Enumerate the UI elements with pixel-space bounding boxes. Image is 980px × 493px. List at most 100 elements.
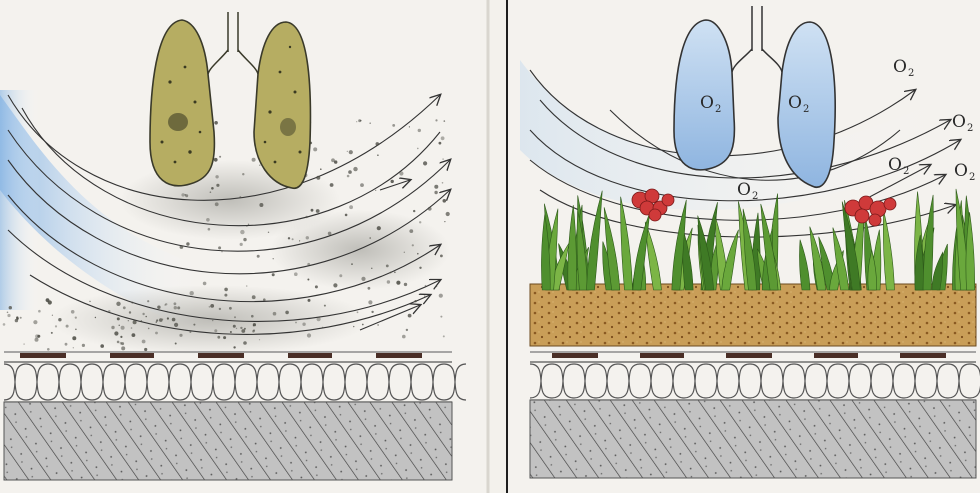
particle: [444, 120, 446, 122]
particle: [307, 263, 310, 266]
particle: [218, 246, 221, 249]
particle: [428, 207, 432, 211]
particle: [236, 328, 237, 329]
particle: [47, 348, 50, 351]
particle: [436, 286, 438, 288]
particle: [185, 194, 187, 196]
particle: [132, 333, 136, 337]
particle: [172, 318, 176, 322]
particle: [285, 311, 289, 315]
particle: [217, 336, 220, 339]
particle: [129, 311, 131, 313]
particle: [259, 339, 260, 340]
particle: [242, 173, 244, 175]
particle: [349, 150, 353, 154]
particle: [418, 129, 421, 132]
particle: [273, 258, 274, 259]
particle: [322, 327, 323, 328]
particle: [299, 240, 300, 241]
particle: [239, 196, 241, 198]
particle: [208, 228, 211, 231]
particle: [248, 224, 249, 225]
particle: [440, 316, 442, 318]
particle: [443, 199, 447, 203]
particle: [409, 229, 413, 233]
particle: [233, 325, 236, 328]
particle: [330, 183, 334, 187]
particle: [167, 317, 169, 319]
particle: [38, 310, 41, 313]
particle: [75, 329, 77, 331]
particle: [328, 232, 332, 236]
particle: [128, 320, 129, 321]
particle: [214, 329, 217, 332]
particle: [406, 329, 408, 331]
particle: [368, 287, 371, 290]
particle: [224, 294, 227, 297]
particle: [288, 237, 290, 239]
particle: [147, 300, 149, 302]
particle: [345, 214, 348, 217]
panel-green-roof: O2 O2 O2 O2 O2 O2 O2: [508, 0, 980, 493]
particle: [362, 324, 364, 326]
particle: [442, 182, 444, 184]
particle: [434, 191, 437, 194]
particle: [174, 323, 178, 327]
particle: [174, 306, 177, 309]
concrete-slab: [4, 402, 452, 480]
particle: [253, 323, 256, 326]
particle: [442, 158, 444, 160]
particle: [156, 321, 157, 322]
particle: [361, 277, 365, 281]
particle: [443, 335, 445, 337]
particle: [417, 253, 419, 255]
particle: [209, 306, 211, 308]
particle: [219, 308, 221, 310]
particle: [148, 328, 150, 330]
particle: [144, 348, 147, 351]
particle: [316, 209, 320, 213]
particle: [412, 244, 414, 246]
particle: [3, 323, 6, 326]
particle: [394, 272, 396, 274]
particle: [100, 344, 104, 348]
particle: [376, 142, 380, 146]
particle: [446, 212, 450, 216]
particle: [439, 142, 442, 145]
particle: [162, 319, 163, 320]
particle: [316, 176, 320, 180]
particle: [73, 347, 74, 348]
particle: [108, 310, 110, 312]
concrete-slab: [530, 400, 976, 478]
soil-layer: [530, 284, 976, 346]
particle: [82, 344, 85, 347]
particle: [241, 329, 245, 333]
particle: [240, 230, 244, 234]
particle: [396, 281, 400, 285]
particle: [210, 191, 212, 193]
particle: [339, 274, 342, 277]
particle: [441, 136, 445, 140]
particle: [252, 295, 256, 299]
particle: [369, 237, 371, 239]
particle: [334, 160, 337, 163]
particle: [9, 306, 12, 309]
particle: [377, 154, 379, 156]
particle: [23, 343, 24, 344]
particle: [243, 341, 247, 345]
particle: [179, 334, 182, 337]
particle: [52, 315, 53, 316]
particle: [211, 187, 214, 190]
particle: [371, 311, 373, 313]
particle: [234, 316, 236, 318]
particle: [357, 311, 359, 313]
particle: [306, 236, 309, 239]
particle: [71, 310, 75, 314]
particle: [72, 336, 76, 340]
particle: [214, 121, 218, 125]
particle: [114, 331, 118, 335]
particle: [65, 343, 68, 346]
particle: [311, 209, 314, 212]
particle: [368, 300, 372, 304]
particle: [308, 299, 311, 302]
